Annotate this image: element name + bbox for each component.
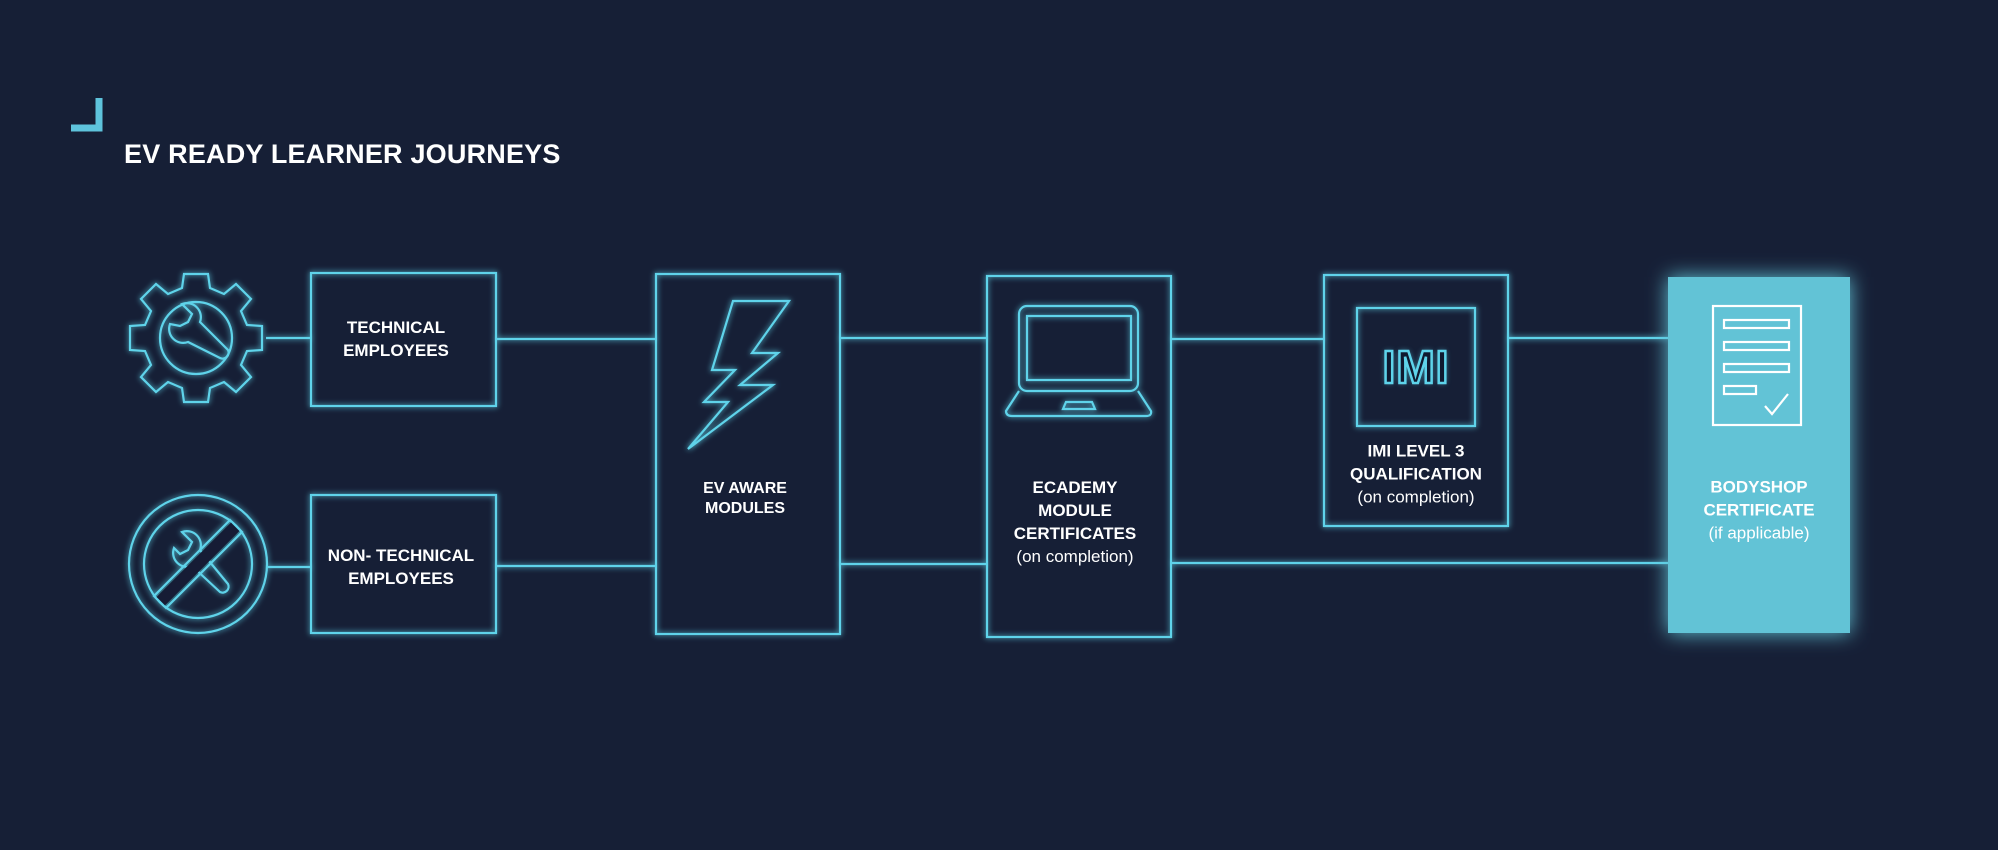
- imi-badge-icon: [1355, 306, 1477, 428]
- page-title: EV READY LEARNER JOURNEYS: [124, 139, 561, 169]
- lightning-bolt-icon: [687, 299, 792, 450]
- laptop-icon: [1004, 304, 1153, 418]
- technical-employees-box: [309, 271, 498, 408]
- technical-employees-label: TECHNICAL EMPLOYEES: [343, 318, 449, 360]
- no-wrench-icon: [127, 493, 269, 635]
- non-technical-employees-label: NON- TECHNICAL EMPLOYEES: [327, 546, 475, 588]
- non-technical-employees-box: [309, 493, 498, 635]
- ecademy-certificates-box: [985, 274, 1173, 639]
- certificate-document-icon: [1711, 304, 1803, 427]
- corner-bracket-icon: [71, 98, 103, 132]
- connector-lines: [266, 336, 1668, 569]
- ecademy-certificates-label: ECADEMY MODULE CERTIFICATES (on completi…: [1013, 478, 1137, 566]
- bodyshop-certificate-label: BODYSHOP CERTIFICATE (if applicable): [1703, 477, 1815, 543]
- gear-wrench-icon: [128, 272, 264, 404]
- imi-badge-text: IMI: [1381, 340, 1450, 395]
- imi-qualification-box: [1322, 273, 1510, 528]
- ev-aware-modules-box: [654, 272, 842, 636]
- bodyshop-certificate-box: [1668, 277, 1850, 633]
- ev-aware-modules-label: EV AWARE MODULES: [703, 480, 787, 517]
- imi-qualification-label: IMI LEVEL 3 QUALIFICATION (on completion…: [1350, 441, 1482, 507]
